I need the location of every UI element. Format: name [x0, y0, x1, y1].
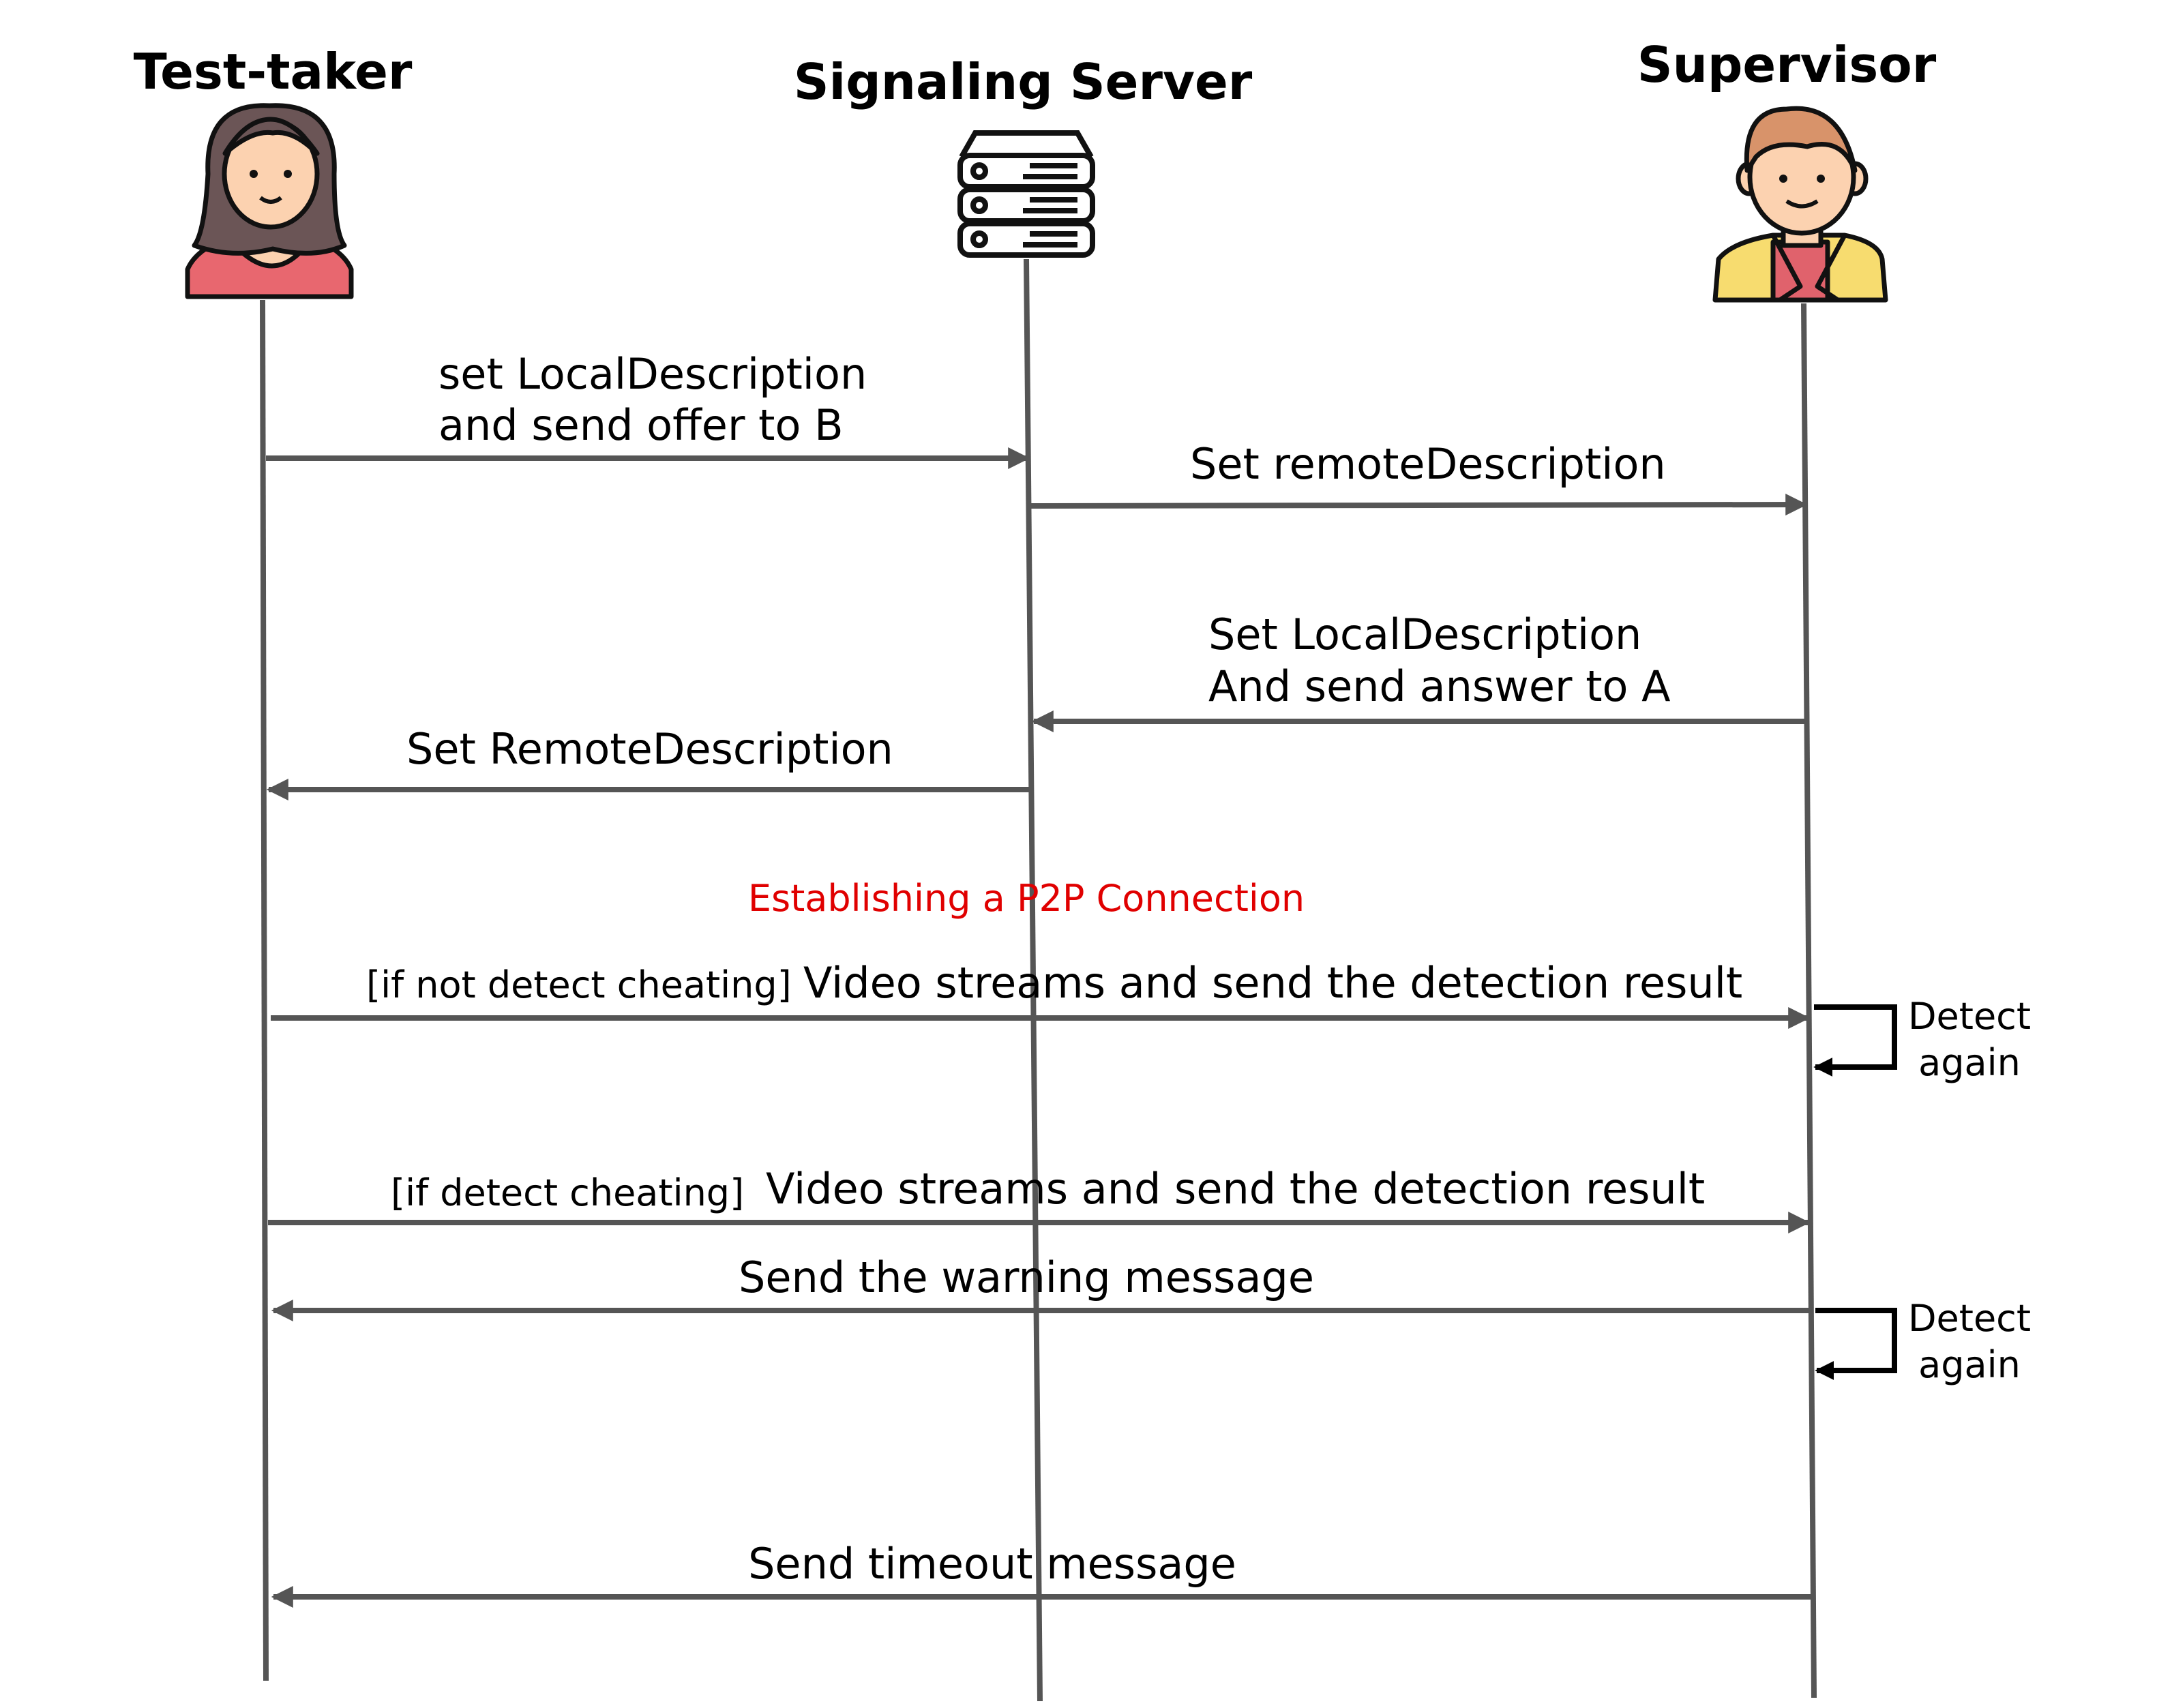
lifeline-test-taker: [260, 299, 269, 1681]
self-loop-label: Detect: [1908, 1297, 2031, 1340]
actor-name-signaling-server: Signaling Server: [794, 53, 1253, 110]
woman-avatar-icon: [185, 103, 354, 299]
lifeline-signaling-server: [1024, 258, 1043, 1702]
self-loop-label: Detect: [1908, 995, 2031, 1038]
message-label: And send answer to A: [1208, 661, 1671, 711]
message-label: and send offer to B: [438, 400, 844, 450]
message-label: set LocalDescription: [438, 349, 867, 399]
message-label: Video streams and send the detection res…: [803, 958, 1742, 1008]
message-label: Set LocalDescription: [1208, 610, 1641, 659]
message-label: Set RemoteDescription: [406, 724, 893, 774]
man-avatar-icon: [1712, 106, 1888, 303]
message-arrow: [1030, 494, 1808, 516]
guard-condition: [if detect cheating]: [391, 1171, 744, 1214]
lifeline-supervisor: [1801, 303, 1817, 1698]
self-loop-label: again: [1918, 1041, 2021, 1084]
message-label: Send timeout message: [748, 1539, 1236, 1589]
actor-name-test-taker: Test-taker: [134, 43, 413, 100]
actor-name-supervisor: Supervisor: [1637, 36, 1937, 93]
self-loop-label: again: [1918, 1343, 2021, 1386]
self-loop-arrow: [1815, 1308, 1897, 1380]
message-label: Set remoteDescription: [1190, 439, 1666, 489]
server-icon: [957, 130, 1095, 258]
guard-condition: [if not detect cheating]: [366, 963, 792, 1006]
message-label: Send the warning message: [739, 1253, 1314, 1302]
self-loop-arrow: [1813, 1004, 1897, 1077]
message-label: Video streams and send the detection res…: [766, 1164, 1705, 1214]
p2p-connection-note: Establishing a P2P Connection: [748, 877, 1305, 920]
